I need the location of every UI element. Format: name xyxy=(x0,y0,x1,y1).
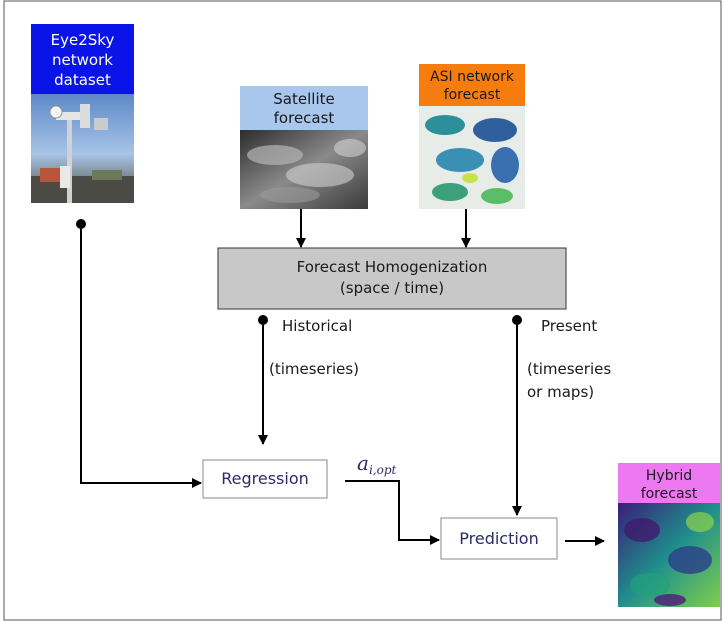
eye2sky-line-3: dataset xyxy=(54,71,111,89)
homogenization-line-2: (space / time) xyxy=(340,279,444,297)
asi-line-2: forecast xyxy=(444,87,501,103)
eye2sky-header xyxy=(31,24,134,94)
eye2sky-line-1: Eye2Sky xyxy=(51,31,115,49)
regression-label: Regression xyxy=(221,469,309,488)
homogenization-box: Forecast Homogenization (space / time) xyxy=(217,247,567,310)
asi-forecast-map xyxy=(419,106,525,209)
satellite-line-2: forecast xyxy=(274,109,335,127)
satellite-line-1: Satellite xyxy=(273,90,334,108)
hybrid-line-2: forecast xyxy=(641,486,698,502)
prediction-label: Prediction xyxy=(459,529,538,548)
camera-station-photo xyxy=(31,94,134,203)
present-sub-line-2: or maps) xyxy=(527,383,594,401)
eye2sky-line-2: network xyxy=(52,51,113,69)
satellite-header xyxy=(240,86,368,130)
historical-label: Historical xyxy=(282,317,352,335)
historical-sub-label: (timeseries) xyxy=(269,360,359,378)
hybrid-header xyxy=(618,463,720,503)
present-sub-line-1: (timeseries xyxy=(527,360,611,378)
arrow-regression-to-prediction xyxy=(345,480,440,545)
satellite-image xyxy=(240,130,368,209)
satellite-forecast-box: Satellite forecast xyxy=(240,86,368,209)
hybrid-line-1: Hybrid xyxy=(646,468,692,484)
arrow-eye2sky-to-regression xyxy=(80,224,202,488)
asi-header xyxy=(419,64,525,106)
asi-line-1: ASI network xyxy=(430,69,515,85)
homogenization-line-1: Forecast Homogenization xyxy=(297,258,488,276)
prediction-box: Prediction xyxy=(440,517,558,560)
asi-forecast-box: ASI network forecast xyxy=(419,64,525,209)
present-label: Present xyxy=(541,317,597,335)
regression-box: Regression xyxy=(202,459,328,499)
hybrid-forecast-map xyxy=(618,503,720,607)
hybrid-forecast-box: Hybrid forecast xyxy=(618,463,720,607)
coefficient-label: ai,opt xyxy=(357,451,396,477)
eye2sky-dataset-box: Eye2Sky network dataset xyxy=(31,24,134,203)
